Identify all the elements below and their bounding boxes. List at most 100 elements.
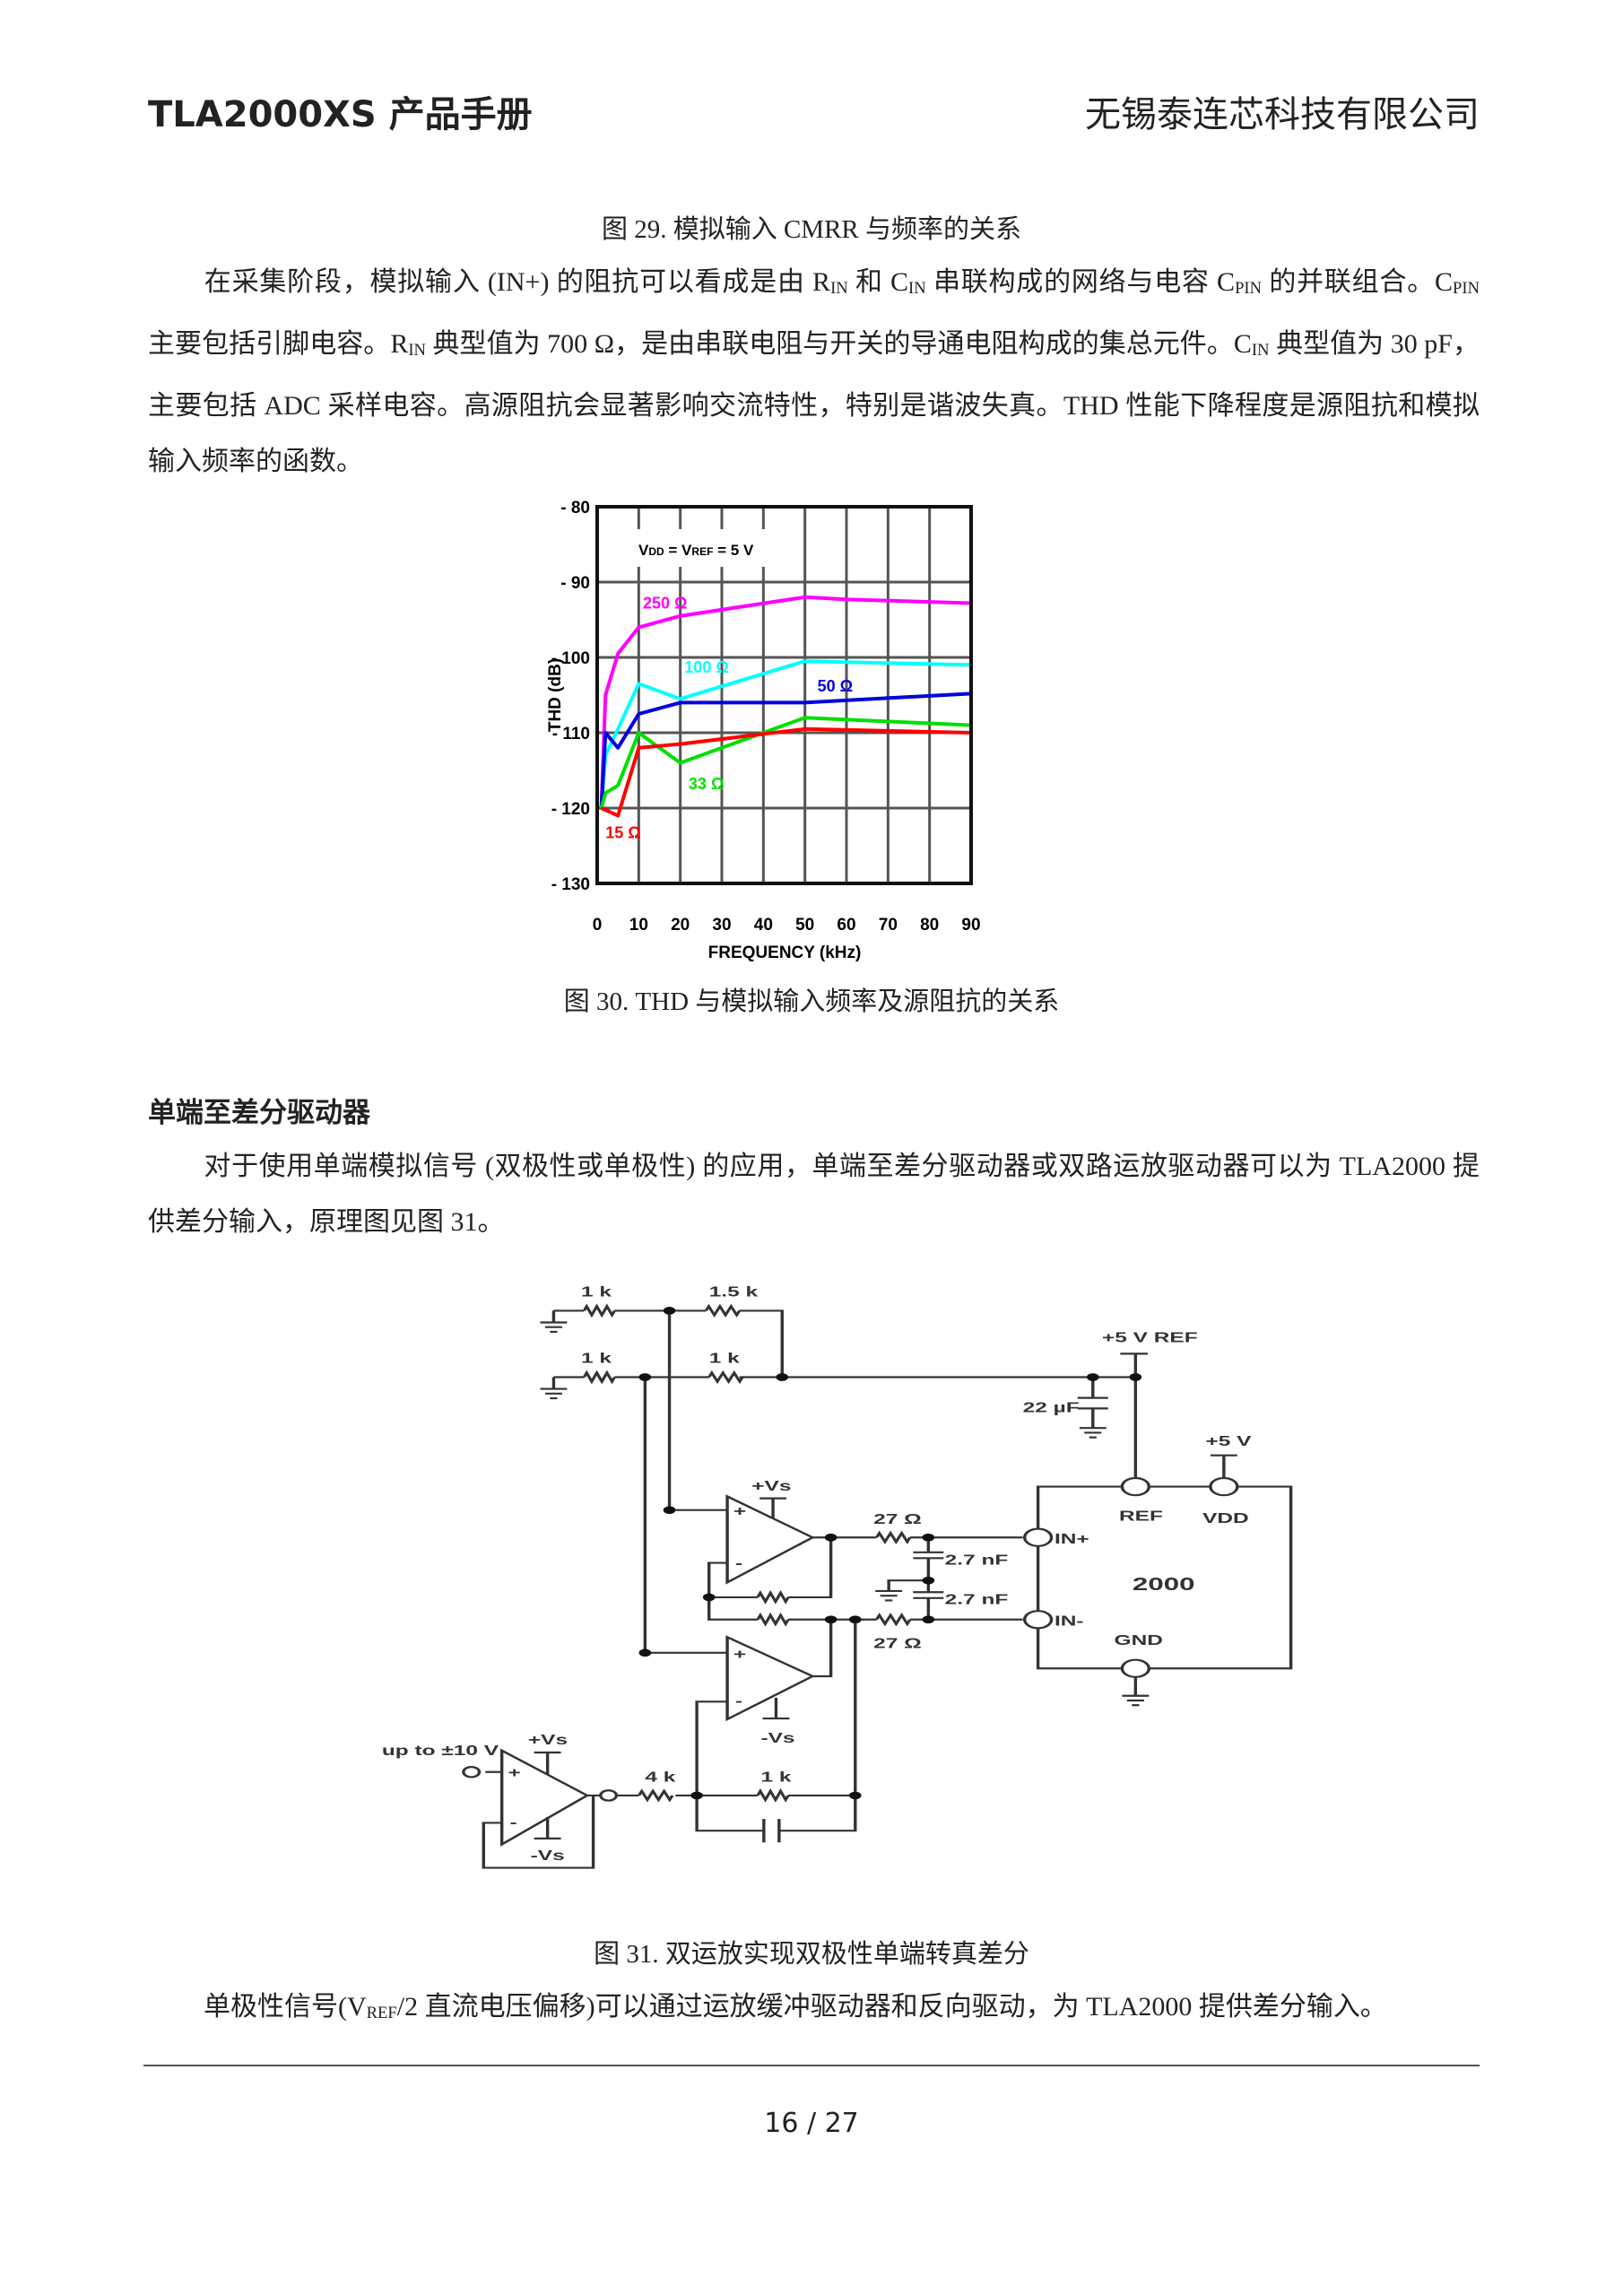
junction-dot: [638, 1373, 652, 1381]
junction-dot: [638, 1648, 652, 1657]
pin-circles: [462, 1476, 1239, 1802]
chart-annotation: VDD = VREF = 5 V: [638, 542, 754, 559]
y-tick-label: - 80: [560, 499, 590, 517]
figure-29-caption: 图 29. 模拟输入 CMRR 与频率的关系: [601, 215, 1022, 244]
chart-series: [599, 595, 972, 818]
pin-gnd: [1120, 1658, 1150, 1678]
junction-dot: [1129, 1373, 1142, 1381]
annotation-bg: [628, 529, 785, 567]
x-tick-label: 60: [837, 916, 855, 935]
x-tick-label: 40: [754, 916, 773, 935]
resistor: [704, 1303, 742, 1318]
ground-icon: [875, 1589, 903, 1602]
series-label: 50 Ω: [818, 677, 853, 695]
label-in-minus: IN-: [1055, 1613, 1084, 1630]
subscript: REF: [366, 2003, 397, 2022]
subscript: IN: [1251, 340, 1270, 360]
circuit-labels: 1 k 1.5 k 1 k 1 k +5 V REF 22 µF +5 V +V…: [382, 1284, 1252, 1864]
label-r1: 1 k: [581, 1284, 612, 1300]
paragraph-input-impedance: 在采集阶段，模拟输入 (IN+) 的阻抗可以看成是由 RIN 和 CIN 串联构…: [148, 255, 1480, 490]
figure-30-caption: 图 30. THD 与模拟输入频率及源阻抗的关系: [563, 987, 1060, 1016]
y-tick-label: - 130: [551, 875, 590, 894]
paragraph-unipolar: 单极性信号(VREF/2 直流电压偏移)可以通过运放缓冲驱动器和反向驱动，为 T…: [148, 1979, 1480, 2041]
series-label: 250 Ω: [643, 594, 687, 612]
junction-dot: [824, 1615, 838, 1624]
opamp-minus: -: [510, 1814, 517, 1831]
pin-vdd: [1209, 1476, 1239, 1497]
text: 单极性信号(V: [204, 1992, 367, 2022]
text: /2 直流电压偏移)可以通过运放缓冲驱动器和反向驱动，为 TLA2000 提供差…: [396, 1992, 1387, 2022]
chip-label: 2000: [1133, 1574, 1195, 1595]
text: 在采集阶段，模拟输入 (IN+) 的阻抗可以看成是由 R: [204, 267, 831, 297]
series-line-15-ohm: [600, 726, 972, 818]
x-tick-label: 30: [712, 916, 731, 935]
pin-in-minus: [1022, 1610, 1054, 1630]
label-vs-neg: -Vs: [760, 1730, 794, 1746]
x-tick-label: 90: [961, 916, 980, 935]
label-1k: 1 k: [760, 1770, 792, 1786]
y-tick-label: - 120: [551, 800, 590, 819]
junction-dots: [638, 1307, 1142, 1800]
y-axis-label: THD (dB): [546, 658, 565, 732]
label-2-7nf: 2.7 nF: [945, 1592, 1009, 1608]
pin-in-plus: [1022, 1527, 1054, 1547]
label-5v: +5 V: [1205, 1433, 1251, 1449]
ground-symbols: [540, 1321, 1150, 1707]
opamp-plus: +: [733, 1647, 746, 1663]
input-terminal: [462, 1766, 482, 1779]
label-2-7nf: 2.7 nF: [945, 1552, 1009, 1569]
opamp-plus: +: [733, 1504, 746, 1520]
y-tick-label: - 100: [551, 649, 590, 668]
resistor: [756, 1612, 790, 1627]
label-gnd: GND: [1115, 1632, 1163, 1648]
label-27ohm: 27 Ω: [873, 1636, 922, 1652]
junction-dot: [663, 1506, 676, 1515]
junction-dot: [848, 1615, 862, 1624]
subscript: IN: [830, 278, 848, 298]
section-heading: 单端至差分驱动器: [148, 1097, 370, 1129]
x-tick-label: 0: [593, 916, 603, 935]
text: 典型值为 700 Ω，是由串联电阻与开关的导通电阻构成的集总元件。C: [425, 328, 1252, 359]
company-name: 无锡泰连芯科技有限公司: [1085, 94, 1480, 135]
paragraph-driver: 对于使用单端模拟信号 (双极性或单极性) 的应用，单端至差分驱动器或双路运放驱动…: [148, 1139, 1480, 1250]
resistor: [582, 1303, 616, 1318]
y-tick-label: - 90: [560, 574, 590, 593]
series-label: 15 Ω: [605, 824, 640, 842]
resistors: [582, 1303, 912, 1803]
resistor: [756, 1590, 790, 1605]
label-r2: 1.5 k: [709, 1284, 759, 1300]
series-label: 100 Ω: [684, 658, 728, 676]
circuit-schematic: 1 k 1.5 k 1 k 1 k +5 V REF 22 µF +5 V +V…: [382, 1284, 1293, 1869]
label-4k: 4 k: [645, 1770, 676, 1786]
series-line-250-ohm: [599, 595, 972, 809]
text: 和 C: [847, 267, 909, 297]
page-number: 16 / 27: [764, 2108, 859, 2139]
resistor: [707, 1370, 744, 1385]
x-axis-label: FREQUENCY (kHz): [708, 944, 862, 962]
junction-dot: [690, 1791, 703, 1800]
subscript: PIN: [1235, 278, 1263, 298]
series-line-50-ohm: [599, 691, 972, 809]
ground-icon: [540, 1387, 568, 1400]
junction-dot: [702, 1593, 716, 1602]
junction-dot: [848, 1791, 862, 1800]
label-vs-neg: -Vs: [531, 1848, 565, 1864]
junction-dot: [922, 1615, 935, 1624]
junction-dot: [1086, 1373, 1099, 1381]
junction-dot: [776, 1373, 789, 1381]
label-vref: +5 V REF: [1102, 1330, 1198, 1346]
label-27ohm: 27 Ω: [873, 1511, 922, 1527]
resistor: [756, 1788, 790, 1803]
y-tick-label: - 110: [552, 725, 590, 744]
series-line-100-ohm: [599, 659, 972, 809]
resistor: [637, 1788, 674, 1803]
label-vs-pos: +Vs: [528, 1733, 568, 1749]
label-ref: REF: [1119, 1509, 1163, 1525]
label-input-range: up to ±10 V: [382, 1743, 499, 1759]
label-22uf: 22 µF: [1023, 1400, 1080, 1416]
series-label: 33 Ω: [689, 775, 724, 793]
x-tick-label: 70: [879, 916, 898, 935]
text: 主要包括引脚电容。R: [148, 328, 409, 359]
pin-ref: [1120, 1476, 1150, 1497]
